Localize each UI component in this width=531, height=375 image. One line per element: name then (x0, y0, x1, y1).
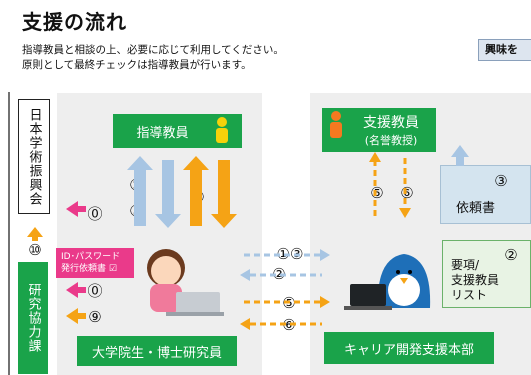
jsps-box: 日本学術振興会 (18, 99, 50, 214)
mid-arrow-head-right (320, 249, 330, 261)
arrow-0-bottom (66, 282, 86, 298)
right-arrow-5-head (369, 152, 381, 162)
support-teacher-icon (330, 111, 342, 138)
mid-arrow-head-left (240, 269, 250, 281)
mid-blue-arrows (244, 253, 322, 277)
arrow-orange-up (183, 156, 209, 226)
mid-arrow-head-left-2 (240, 318, 250, 330)
student-label: 大学院生・博士研究員 (91, 345, 222, 361)
support-sub: (名誉教授) (364, 134, 418, 147)
step-3-right: ③ (494, 172, 508, 190)
support-title: 支援教員 (363, 115, 419, 131)
request-doc-label: 依頼書 (456, 201, 496, 216)
advisor-label: 指導教員 (136, 125, 189, 141)
mid-arrow-head-right-2 (320, 296, 330, 308)
intro-line-1: 指導教員と相談の上、必要に応じて利用してください。 (22, 44, 284, 56)
step-9: ⑨ (88, 308, 102, 326)
step-0-bottom: ⓪ (87, 282, 103, 300)
mid-n1: ① (276, 245, 290, 263)
mascot-illustration (344, 254, 431, 310)
arrow-blue-up (127, 156, 153, 226)
intro-line-2: 原則として最終チェックは指導教員が行います。 (22, 59, 252, 71)
right-arrow-6-head (399, 208, 411, 218)
career-center-label: キャリア開発支援本部 (343, 342, 474, 358)
page-title: 支援の流れ (22, 10, 127, 34)
step-5-right: ⑤ (370, 184, 384, 202)
guideline-line-3: リスト (451, 288, 488, 302)
research-coop-box: 研究協力課 (18, 262, 48, 374)
request-doc-arrow (451, 145, 469, 166)
id-request-doc: ID･パスワード発行依頼書 ☑ (56, 248, 134, 278)
student-box: 大学院生・博士研究員 (77, 336, 237, 366)
research-coop-label: 研究協力課 (25, 283, 41, 353)
step-2-middle: ② (272, 265, 286, 283)
step-6-middle: ⑥ (282, 316, 296, 334)
arrow-orange-down (211, 160, 237, 228)
guideline-box (442, 240, 531, 308)
career-center-box: キャリア開発支援本部 (324, 332, 494, 364)
step-10: ⑩ (28, 241, 42, 259)
student-illustration (147, 249, 224, 316)
guideline-line-1: 要項/ (451, 258, 480, 272)
mid-orange-arrows (244, 300, 322, 326)
arrow-10 (27, 227, 43, 241)
advisor-icon (216, 117, 228, 143)
jsps-label: 日本学術振興会 (26, 107, 42, 206)
arrow-0-top (66, 201, 86, 217)
arrow-blue-down (155, 160, 181, 228)
step-2-right: ② (504, 246, 518, 264)
interest-label: 興味を (478, 39, 531, 61)
guideline-line-2: 支援教員 (451, 273, 500, 287)
step-0-top: ⓪ (87, 205, 103, 223)
arrow-9 (66, 308, 86, 324)
